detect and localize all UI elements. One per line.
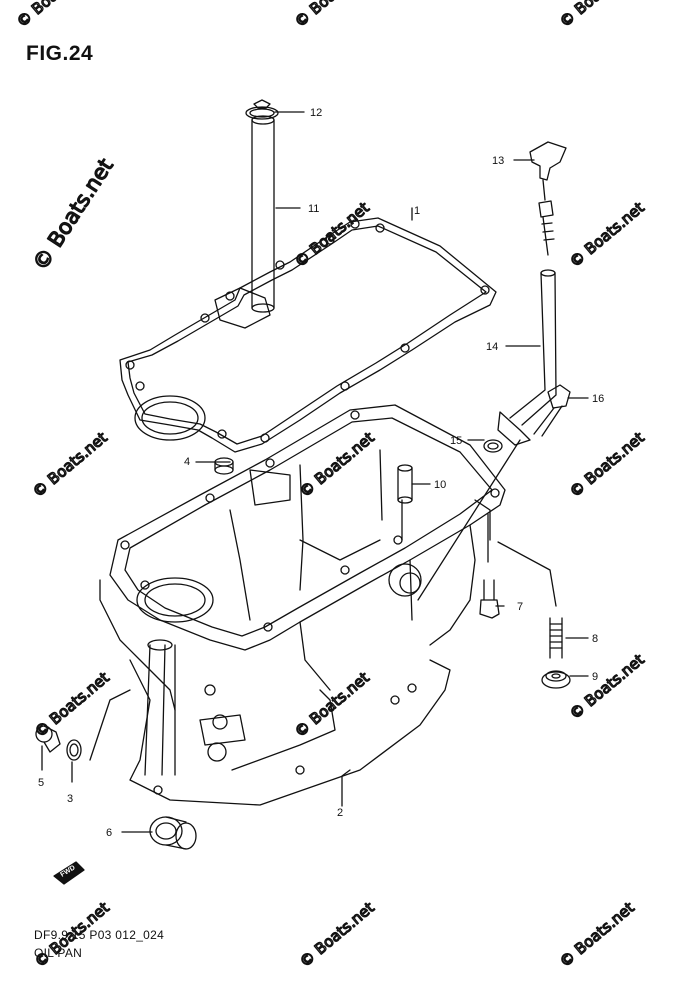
leader-lines (41, 111, 589, 833)
part-6-oil-seal[interactable] (149, 816, 197, 850)
callout-10: 10 (434, 479, 446, 491)
callout-15: 15 (450, 435, 462, 447)
watermark: © Boats.net (291, 668, 373, 741)
diagram-code: DF9.9 15 P03 012_024 (34, 928, 165, 942)
callout-8: 8 (592, 633, 598, 645)
callout-4: 4 (184, 456, 190, 468)
watermark: © Boats.net (296, 898, 378, 971)
callout-16: 16 (592, 393, 604, 405)
watermark-large: © Boats.net (28, 154, 118, 275)
part-4-plug[interactable] (214, 457, 234, 475)
part-3-washer[interactable] (66, 739, 82, 761)
part-15-o-ring[interactable] (483, 439, 503, 453)
part-12-clamp[interactable] (245, 99, 279, 120)
watermark: © Boats.net (291, 198, 373, 271)
watermark: © Boats.net (566, 198, 648, 271)
callout-13: 13 (492, 155, 504, 167)
part-1-gasket[interactable] (119, 217, 497, 453)
watermark: © Boats.net (29, 428, 111, 501)
part-9-nut[interactable] (541, 670, 571, 689)
part-14-guide-tube[interactable] (497, 269, 557, 446)
part-7-bolt[interactable] (479, 579, 500, 619)
watermark: © Boats.net (13, 0, 95, 31)
figure-title: FIG.24 (26, 42, 94, 65)
part-13-dipstick[interactable] (529, 141, 567, 256)
part-8-stud[interactable] (549, 617, 563, 659)
watermark: © Boats.net (566, 650, 648, 723)
callout-2: 2 (337, 807, 343, 819)
callout-9: 9 (592, 671, 598, 683)
callout-14: 14 (486, 341, 498, 353)
callout-1: 1 (414, 205, 420, 217)
watermark: © Boats.net (566, 428, 648, 501)
part-11-oil-pipe[interactable] (251, 115, 275, 313)
callout-5: 5 (38, 777, 44, 789)
watermark: © Boats.net (296, 428, 378, 501)
callout-7: 7 (517, 601, 523, 613)
callout-12: 12 (310, 107, 322, 119)
callout-11: 11 (308, 203, 319, 215)
part-5-drain-plug[interactable] (35, 725, 61, 753)
watermark: © Boats.net (556, 898, 638, 971)
fwd-arrow-icon: FWD (53, 861, 85, 885)
part-2-oil-pan[interactable] (99, 404, 506, 806)
part-16-bolt[interactable] (533, 384, 571, 437)
watermark: © Boats.net (291, 0, 373, 31)
callout-labels: 1 2 3 4 5 6 7 8 9 10 11 12 13 14 15 16 (38, 107, 604, 839)
diagram-name: OIL PAN (34, 946, 83, 960)
part-10-dowel-pin[interactable] (397, 464, 413, 504)
callout-3: 3 (67, 793, 73, 805)
watermark-layer: © Boats.net © Boats.net © Boats.net © Bo… (12, 0, 648, 972)
callout-6: 6 (106, 827, 112, 839)
watermark: © Boats.net (556, 0, 638, 31)
